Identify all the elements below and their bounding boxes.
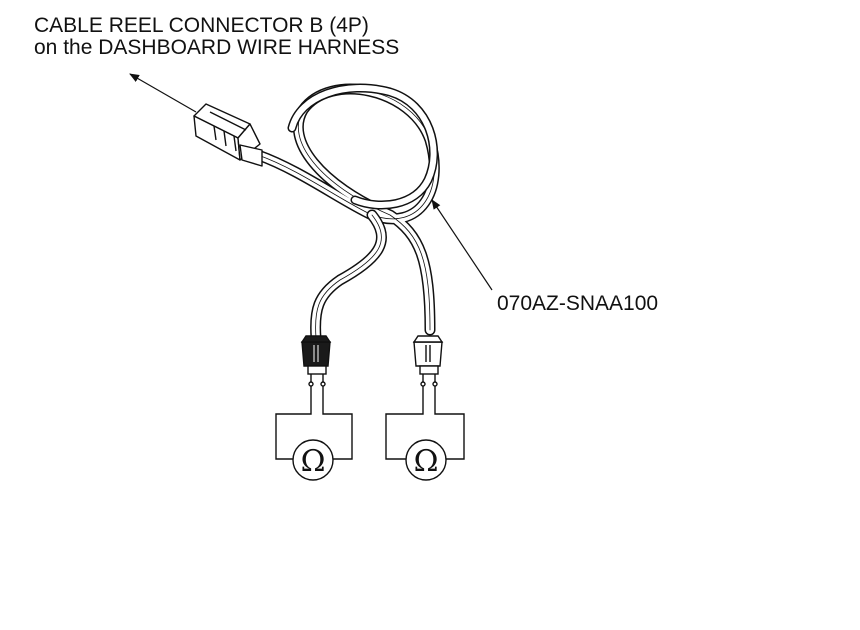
right-test-plug xyxy=(412,335,444,394)
connector-leader-arrow xyxy=(129,73,197,113)
right-ohm-symbol: Ω xyxy=(414,444,439,479)
left-ohm-symbol: Ω xyxy=(301,444,326,479)
connector-label: CABLE REEL CONNECTOR B (4P) on the DASHB… xyxy=(34,15,399,59)
left-test-plug xyxy=(300,335,332,394)
cable-coil xyxy=(252,83,440,344)
part-number-label: 070AZ-SNAA100 xyxy=(497,292,659,315)
connector-label-line2: on the DASHBOARD WIRE HARNESS xyxy=(34,36,400,59)
left-ohmmeter xyxy=(275,394,353,481)
right-ohmmeter xyxy=(385,394,465,481)
cable-reel-connector-b xyxy=(193,103,263,167)
part-leader-arrow xyxy=(431,199,493,291)
connector-label-line1: CABLE REEL CONNECTOR B (4P) xyxy=(34,14,369,37)
